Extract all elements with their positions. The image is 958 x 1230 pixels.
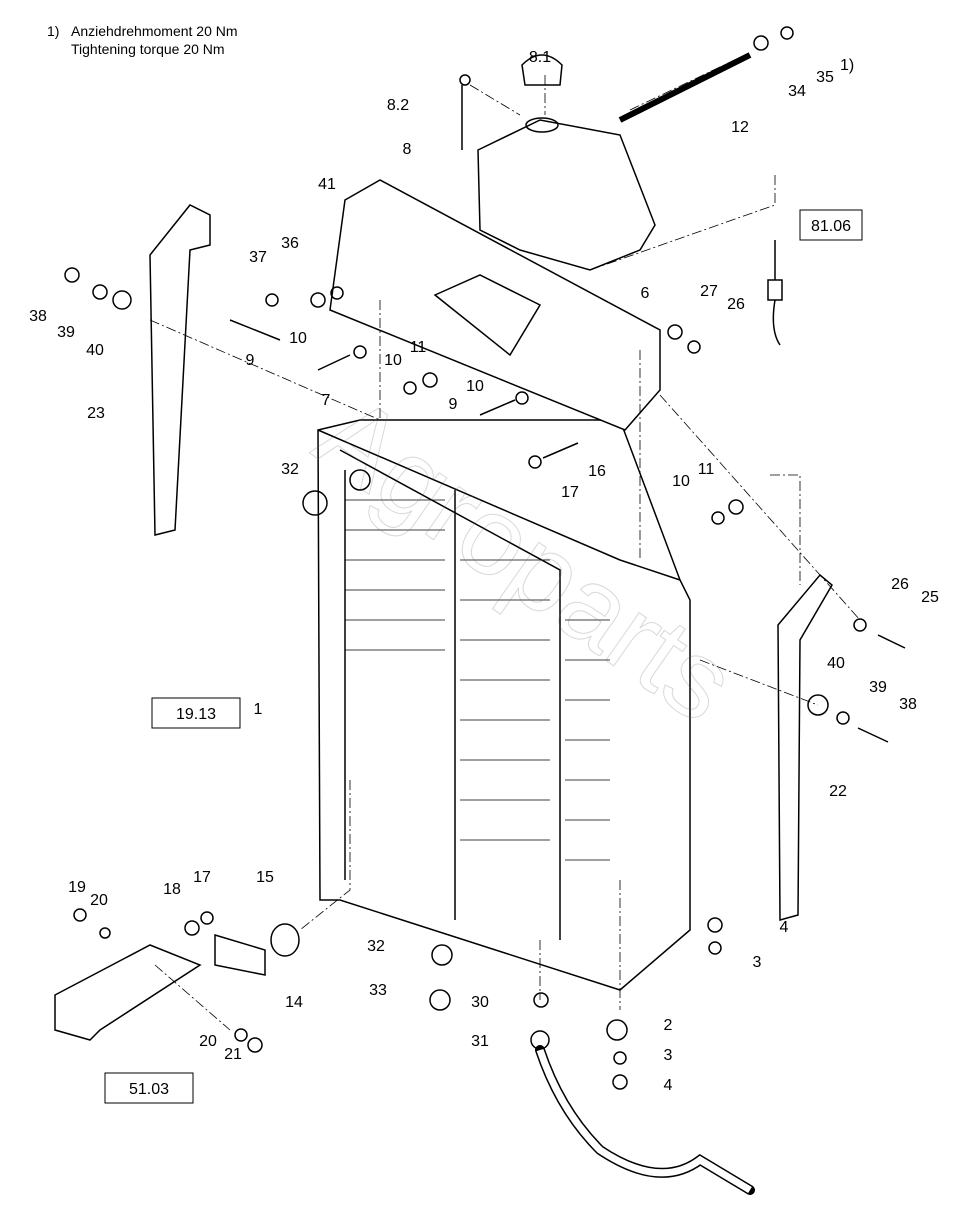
callout-label: 8.1 <box>529 49 551 66</box>
assembly-lines <box>149 54 861 1031</box>
callout-label: 4 <box>780 919 789 936</box>
callout-label: 2 <box>664 1017 673 1034</box>
reference-box[interactable] <box>151 697 241 729</box>
bracket-right <box>777 573 833 921</box>
callout-label: 15 <box>256 869 274 886</box>
callout-label: 39 <box>57 324 75 341</box>
callout-label: 10 <box>672 473 690 490</box>
callout-label: 36 <box>281 235 299 252</box>
callout-label: 21 <box>224 1046 242 1063</box>
expansion-tank <box>477 119 656 271</box>
callout-label: 37 <box>249 249 267 266</box>
callout-label: 7 <box>322 392 331 409</box>
callout-label: 17 <box>193 869 211 886</box>
callout-label: 20 <box>90 892 108 909</box>
callout-label: 1 <box>254 701 263 718</box>
reference-box-label[interactable]: 51.03 <box>129 1081 169 1098</box>
reference-box-label[interactable]: 19.13 <box>176 706 216 723</box>
footnote: 1) Anziehdrehmoment 20 Nm Tightening torq… <box>47 22 238 58</box>
parts-drawing <box>54 26 906 1195</box>
filler-cap <box>521 54 563 86</box>
callout-label: 11 <box>410 339 427 356</box>
callout-label: 40 <box>86 342 104 359</box>
bracket-left <box>149 204 211 536</box>
callout-label: 20 <box>199 1033 217 1050</box>
frame-top-bar <box>317 429 681 581</box>
top-cover <box>329 179 661 431</box>
callout-label: 8.2 <box>387 97 409 114</box>
callout-label: 22 <box>829 783 847 800</box>
callout-label: 26 <box>891 576 909 593</box>
callout-label: 3 <box>753 954 762 971</box>
callout-label: 41 <box>318 176 336 193</box>
callout-label: 38 <box>899 696 917 713</box>
callout-label: 35 <box>816 69 834 86</box>
callout-label: 9 <box>246 352 255 369</box>
footnote-english: Tightening torque 20 Nm <box>71 41 225 57</box>
callout-label: 30 <box>471 994 489 1011</box>
reference-box[interactable] <box>799 209 863 241</box>
sensor <box>767 240 783 346</box>
callout-label: 3 <box>664 1047 673 1064</box>
callout-label: 8 <box>403 141 412 158</box>
callout-label: 18 <box>163 881 181 898</box>
radiator-fins <box>345 499 610 861</box>
callout-label: 34 <box>788 83 806 100</box>
callout-label: 31 <box>471 1033 489 1050</box>
callout-label: 23 <box>87 405 105 422</box>
callout-label: 26 <box>727 296 745 313</box>
callout-label: 19 <box>68 879 86 896</box>
callout-label: 27 <box>700 283 718 300</box>
callout-label: 12 <box>731 119 749 136</box>
radiator <box>317 419 691 991</box>
callout-label: 33 <box>369 982 387 999</box>
reference-boxes: 81.06 19.13 51.03 <box>104 209 863 1104</box>
callout-label: 6 <box>641 285 650 302</box>
reference-box[interactable] <box>104 1072 194 1104</box>
footnote-german: Anziehdrehmoment 20 Nm <box>71 23 238 39</box>
callout-label: 40 <box>827 655 845 672</box>
reference-box-label[interactable]: 81.06 <box>811 218 851 235</box>
callout-label: 32 <box>281 461 299 478</box>
callout-label: 32 <box>367 938 385 955</box>
rod <box>618 52 752 123</box>
callout-label: 4 <box>664 1077 673 1094</box>
callout-label: 9 <box>449 396 458 413</box>
callout-label: 38 <box>29 308 47 325</box>
hardware <box>64 26 906 1090</box>
mounting-bracket <box>54 944 202 1041</box>
callout-label: 25 <box>921 589 939 606</box>
callout-label: 10 <box>384 352 402 369</box>
callout-label: 11 <box>698 461 715 478</box>
footnote-marker: 1) <box>47 23 60 39</box>
callout-label: 10 <box>289 330 307 347</box>
callout-label: 16 <box>588 463 606 480</box>
callout-label: 39 <box>869 679 887 696</box>
callout-label: 17 <box>561 484 579 501</box>
callout-label: 10 <box>466 378 484 395</box>
callout-label: 14 <box>285 994 303 1011</box>
callout-35-superscript: 1) <box>840 57 854 74</box>
